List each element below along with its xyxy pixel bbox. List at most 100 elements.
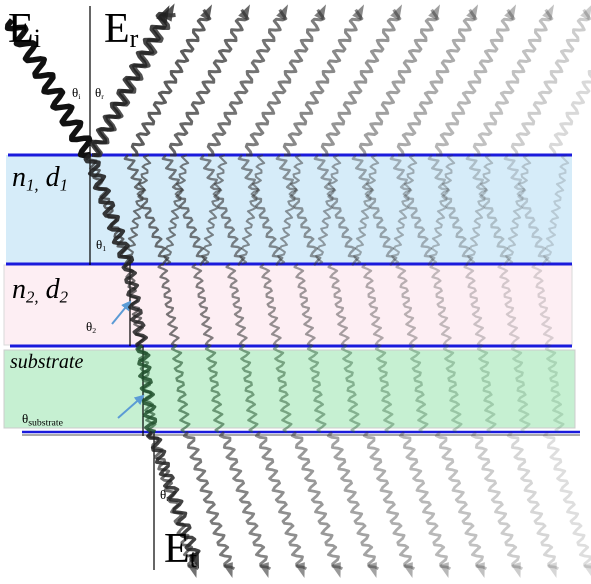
layer2-ray-3	[225, 263, 248, 347]
reflected-ray-5	[282, 8, 364, 157]
layer1-down-7	[351, 154, 398, 267]
substrate-ray-6	[340, 345, 361, 434]
layer2-ray-2	[191, 263, 214, 347]
transmitted-ray-7	[398, 431, 452, 570]
transmitted-ray-5-arrowhead	[367, 562, 377, 578]
layer-2-label: n2, d2	[12, 276, 68, 307]
layer2-ray-8	[395, 263, 418, 347]
layer2-ray-7	[361, 263, 384, 347]
main-transmitted-arrowhead	[188, 551, 199, 569]
reflected-ray-9	[434, 8, 516, 157]
transmitted-ray-6	[362, 431, 416, 570]
substrate-ray-9	[442, 345, 463, 434]
layer-1-d: d	[45, 162, 60, 193]
transmitted-ray-11	[542, 431, 591, 569]
reflected-ray-10	[472, 8, 554, 157]
wave-rays	[4, 3, 591, 578]
layer2-ray-1	[157, 263, 180, 347]
reflected-ray-1-arrowhead	[200, 4, 213, 21]
transmitted-ray-9	[470, 431, 524, 570]
layer-2-region	[3, 264, 573, 346]
reflected-ray-2	[168, 8, 250, 157]
theta-2-pointer	[111, 300, 132, 325]
substrate-region	[3, 349, 576, 429]
layer1-down-6	[313, 154, 360, 267]
layer-1-n-subscript: 1,	[26, 175, 39, 195]
layer1-up-2	[201, 154, 228, 265]
reflected-ray-6-arrowhead	[390, 4, 403, 21]
reflected-ray-5-arrowhead	[352, 4, 365, 21]
transmitted-ray-6-arrowhead	[403, 562, 413, 578]
incident-ray	[4, 18, 93, 159]
layer-2-n-subscript: 2,	[26, 287, 39, 307]
layer1-up-5	[315, 154, 342, 265]
transmitted-ray-11-arrowhead	[583, 562, 591, 576]
transmitted-ray-3-arrowhead	[295, 562, 305, 578]
layer1-up-4	[277, 154, 304, 265]
layer1-up-3	[239, 154, 266, 265]
layer2-ray-10	[463, 263, 486, 347]
reflected-ray-7	[358, 8, 440, 157]
layer2-ray-5	[293, 263, 316, 347]
reflected-ray-6	[320, 8, 402, 157]
reflected-ray-8-arrowhead	[466, 4, 479, 21]
main-path-substrate	[135, 344, 158, 434]
transmitted-ray-7-arrowhead	[439, 562, 449, 578]
reflected-ray-3-arrowhead	[276, 4, 289, 21]
theta-t-symbol: θ	[160, 487, 167, 502]
theta-i-symbol: θ	[72, 85, 79, 100]
reflected-ray-10-arrowhead	[542, 4, 555, 21]
incident-field-label: Ei	[8, 8, 41, 52]
layer2-ray-12	[531, 263, 554, 347]
transmitted-ray-10	[506, 431, 560, 570]
reflected-ray-4-arrowhead	[314, 4, 327, 21]
theta-r-label: θr	[95, 86, 104, 101]
layer1-down-10	[465, 154, 512, 267]
layer-1-label: n1, d1	[12, 164, 68, 195]
reflected-ray-11-arrowhead	[580, 5, 591, 21]
transmitted-field-label: Et	[164, 528, 197, 572]
transmitted-ray-5	[326, 431, 380, 570]
reflected-field-label: Er	[104, 8, 138, 52]
substrate-ray-1	[170, 345, 191, 434]
transmitted-field-symbol: E	[164, 526, 190, 572]
layer1-down-2	[161, 154, 208, 267]
main-path-layer2	[121, 262, 148, 348]
transmitted-ray-3	[254, 431, 308, 570]
reflected-field-symbol: E	[104, 6, 130, 52]
reflected-ray-2-arrowhead	[238, 4, 251, 21]
incident-field-subscript: i	[33, 24, 41, 54]
layer1-up-10	[505, 154, 532, 265]
substrate-ray-2	[204, 345, 225, 434]
transmitted-ray-4-arrowhead	[331, 562, 341, 578]
transmitted-ray-0-arrowhead	[187, 562, 197, 578]
transmitted-ray-1	[182, 431, 236, 570]
theta-1-subscript: 1	[102, 244, 107, 254]
substrate-ray-7	[374, 345, 395, 434]
transmitted-ray-2-arrowhead	[259, 562, 269, 578]
theta-substrate-subscript: substrate	[28, 417, 63, 429]
substrate-ray-3	[238, 345, 259, 434]
reflected-ray-1	[130, 8, 212, 157]
theta-t-subscript: t	[166, 494, 169, 504]
transmitted-ray-2	[218, 431, 272, 570]
layer2-ray-4	[259, 263, 282, 347]
substrate-label: substrate	[10, 351, 84, 373]
main-path-layer1	[83, 153, 135, 266]
layer1-up-9	[467, 154, 494, 265]
layer2-ray-6	[327, 263, 350, 347]
reflected-ray-7-arrowhead	[428, 4, 441, 21]
substrate-ray-8	[408, 345, 429, 434]
transmitted-ray-4	[290, 431, 344, 570]
theta-i-label: θi	[72, 86, 80, 101]
layer1-up-11	[543, 154, 570, 265]
layer-1-d-subscript: 1	[59, 175, 68, 195]
theta-r-subscript: r	[101, 92, 104, 102]
layer1-up-1	[163, 154, 190, 265]
layer1-down-11	[503, 154, 550, 267]
layer1-up-7	[391, 154, 418, 265]
main-reflected-arrowhead	[156, 5, 170, 24]
theta-i-subscript: i	[78, 92, 81, 102]
transmitted-field-subscript: t	[189, 544, 197, 574]
